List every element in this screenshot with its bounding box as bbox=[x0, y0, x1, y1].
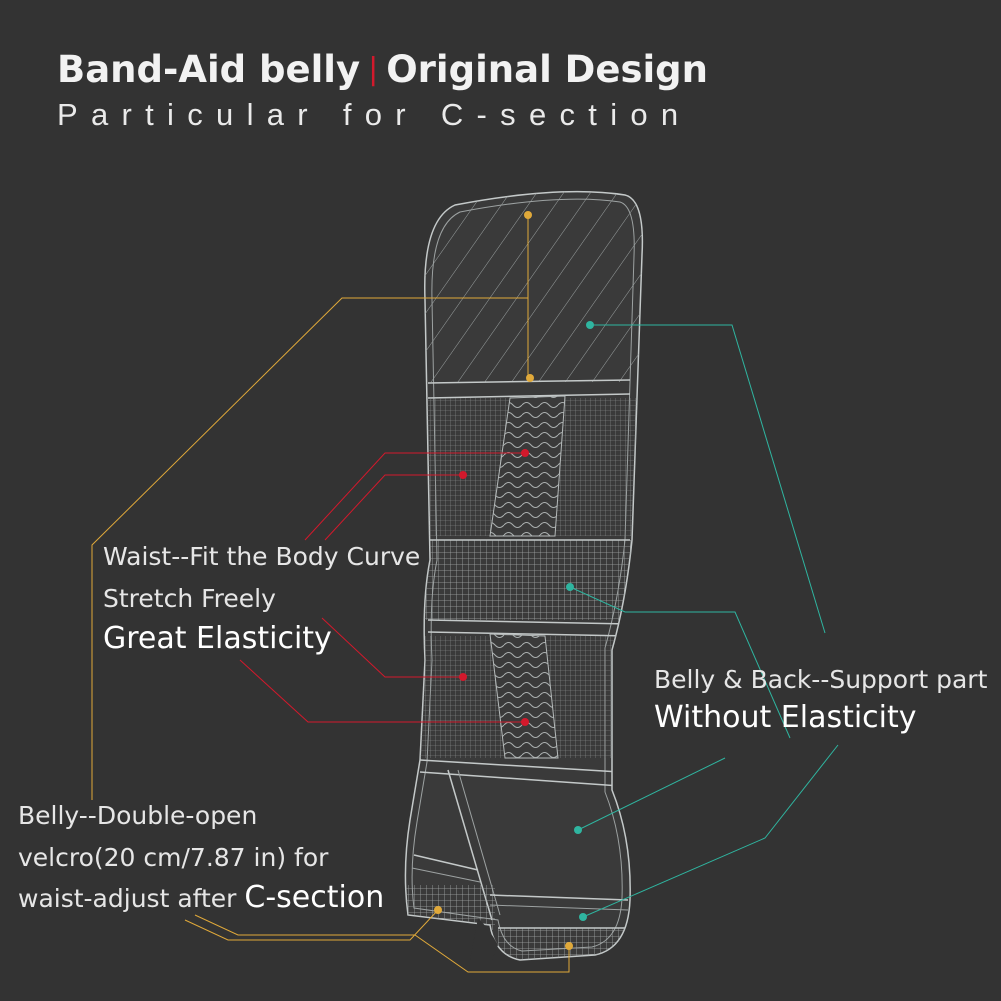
marker-yellow bbox=[524, 211, 532, 219]
waist-emphasis: Great Elasticity bbox=[103, 621, 332, 656]
waist-line1: Waist--Fit the Body Curve bbox=[103, 542, 421, 571]
velcro-line3-prefix: waist-adjust after bbox=[18, 884, 245, 913]
title-right: Original Design bbox=[386, 48, 708, 91]
marker-teal bbox=[566, 583, 574, 591]
marker-yellow bbox=[526, 374, 534, 382]
waist-line2: Stretch Freely bbox=[103, 584, 276, 613]
marker-red bbox=[459, 673, 467, 681]
title-left: Band-Aid belly bbox=[57, 48, 361, 91]
marker-teal bbox=[586, 321, 594, 329]
callout-lines-velcro bbox=[91, 215, 570, 973]
marker-red bbox=[459, 471, 467, 479]
velcro-line3-emphasis: C-section bbox=[244, 880, 385, 915]
marker-red bbox=[521, 718, 529, 726]
mesh-panel-middle bbox=[420, 540, 640, 620]
callout-lines-waist bbox=[239, 452, 525, 723]
marker-teal bbox=[579, 913, 587, 921]
velcro-line2: velcro(20 cm/7.87 in) for bbox=[18, 843, 329, 872]
title-separator: | bbox=[368, 52, 379, 87]
support-line1: Belly & Back--Support part bbox=[654, 665, 988, 694]
support-emphasis: Without Elasticity bbox=[654, 700, 917, 735]
marker-yellow bbox=[565, 942, 573, 950]
page-subtitle: Particular for C-section bbox=[57, 97, 692, 132]
velcro-line3: waist-adjust after C-section bbox=[18, 880, 384, 915]
support-panel-top bbox=[405, 191, 643, 382]
marker-red bbox=[521, 449, 529, 457]
page-title: Band-Aid belly|Original Design bbox=[57, 48, 708, 91]
velcro-line1: Belly--Double-open bbox=[18, 801, 258, 830]
callout-lines-support bbox=[569, 324, 839, 918]
marker-teal bbox=[574, 826, 582, 834]
marker-yellow bbox=[434, 906, 442, 914]
